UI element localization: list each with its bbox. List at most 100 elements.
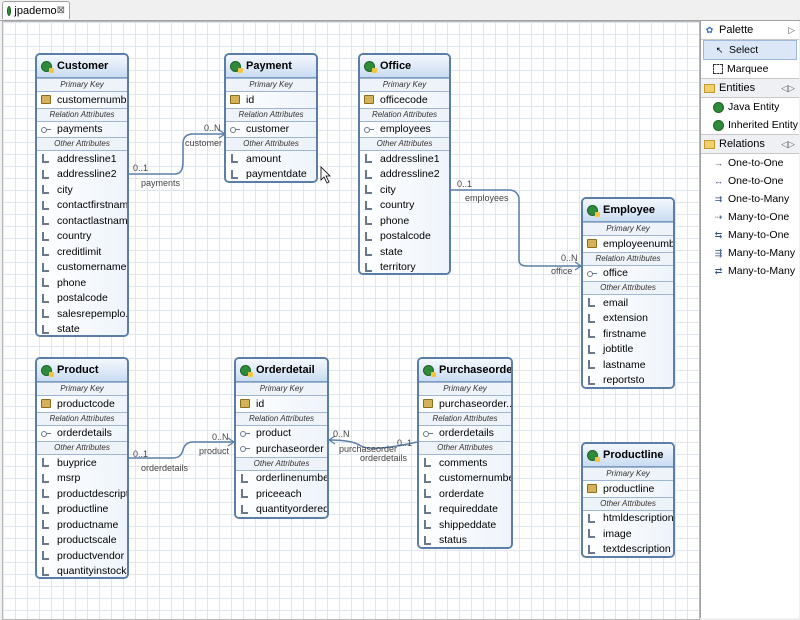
tool-java-entity[interactable]: Java Entity: [701, 98, 799, 116]
group-collapse-icon[interactable]: ◁▷: [781, 82, 795, 93]
diagram-canvas[interactable]: 0..1 payments 0..N customer 0..1 employe…: [2, 21, 700, 620]
attribute-row[interactable]: officecode: [360, 92, 449, 108]
attribute-row[interactable]: productline: [37, 501, 127, 517]
attribute-row[interactable]: addressline2: [37, 166, 127, 182]
attribute-row[interactable]: city: [360, 182, 449, 198]
tool-many-to-one-bi[interactable]: ⇆ Many-to-One: [701, 226, 799, 244]
entity-orderdetail[interactable]: Orderdetail Primary Key id Relation Attr…: [234, 357, 329, 519]
attribute-row[interactable]: employees: [360, 121, 449, 137]
entity-header[interactable]: Orderdetail: [236, 359, 327, 382]
entity-header[interactable]: Purchaseorder: [419, 359, 511, 382]
attribute-row[interactable]: email: [583, 295, 673, 311]
attribute-row[interactable]: country: [360, 197, 449, 213]
tool-one-to-one-bi[interactable]: ↔ One-to-One: [701, 172, 799, 190]
attribute-row[interactable]: orderdetails: [419, 425, 511, 441]
tool-marquee[interactable]: Marquee: [701, 60, 799, 78]
attribute-row[interactable]: orderlinenumber: [236, 470, 327, 486]
attribute-row[interactable]: orderdate: [419, 486, 511, 502]
attribute-row[interactable]: msrp: [37, 470, 127, 486]
attribute-row[interactable]: htmldescription: [583, 510, 673, 526]
entity-office[interactable]: Office Primary Key officecode Relation A…: [358, 53, 451, 275]
palette-header[interactable]: ✿ Palette ▷: [701, 21, 799, 40]
attribute-row[interactable]: addressline2: [360, 166, 449, 182]
attribute-row[interactable]: customernumber: [419, 470, 511, 486]
attribute-row[interactable]: phone: [37, 275, 127, 291]
entity-employee[interactable]: Employee Primary Key employeenumber Rela…: [581, 197, 675, 389]
attribute-row[interactable]: id: [226, 92, 316, 108]
attribute-row[interactable]: addressline1: [37, 151, 127, 167]
entity-header[interactable]: Customer: [37, 55, 127, 78]
attribute-row[interactable]: customernumber: [37, 92, 127, 108]
entity-customer[interactable]: Customer Primary Key customernumber Rela…: [35, 53, 129, 337]
attribute-row[interactable]: contactfirstname: [37, 197, 127, 213]
attribute-row[interactable]: addressline1: [360, 151, 449, 167]
tool-select[interactable]: ↖ Select: [703, 40, 797, 60]
attribute-row[interactable]: paymentdate: [226, 166, 316, 181]
attribute-row[interactable]: quantityordered: [236, 501, 327, 517]
close-icon[interactable]: ⊠: [56, 5, 65, 16]
attribute-row[interactable]: productcode: [37, 396, 127, 412]
attribute-row[interactable]: firstname: [583, 326, 673, 342]
attribute-row[interactable]: customername: [37, 259, 127, 275]
attribute-row[interactable]: productdescript...: [37, 486, 127, 502]
entity-header[interactable]: Payment: [226, 55, 316, 78]
attribute-row[interactable]: city: [37, 182, 127, 198]
attribute-row[interactable]: country: [37, 228, 127, 244]
attribute-row[interactable]: shippeddate: [419, 517, 511, 533]
attribute-row[interactable]: purchaseorder: [236, 441, 327, 457]
attribute-row[interactable]: customer: [226, 121, 316, 137]
attribute-row[interactable]: payments: [37, 121, 127, 137]
attribute-row[interactable]: lastname: [583, 357, 673, 373]
attribute-row[interactable]: productname: [37, 517, 127, 533]
attribute-row[interactable]: productline: [583, 481, 673, 497]
attribute-row[interactable]: productscale: [37, 532, 127, 548]
group-collapse-icon[interactable]: ◁▷: [781, 138, 795, 149]
attribute-row[interactable]: territory: [360, 259, 449, 273]
palette-group-entities[interactable]: Entities ◁▷: [701, 78, 799, 98]
entity-productline[interactable]: Productline Primary Key productline Othe…: [581, 442, 675, 558]
attribute-row[interactable]: purchaseorder...: [419, 396, 511, 412]
entity-payment[interactable]: Payment Primary Key id Relation Attribut…: [224, 53, 318, 183]
palette-collapse-icon[interactable]: ▷: [788, 24, 795, 35]
attribute-row[interactable]: amount: [226, 151, 316, 167]
attribute-row[interactable]: buyprice: [37, 455, 127, 471]
attribute-row[interactable]: image: [583, 526, 673, 542]
attribute-row[interactable]: postalcode: [37, 290, 127, 306]
tool-many-to-many-bi[interactable]: ⇄ Many-to-Many: [701, 262, 799, 280]
editor-tab-jpademo[interactable]: jpademo ⊠: [2, 1, 70, 19]
attribute-row[interactable]: requireddate: [419, 501, 511, 517]
tool-one-to-one-uni[interactable]: → One-to-One: [701, 154, 799, 172]
attribute-row[interactable]: status: [419, 532, 511, 547]
palette-group-relations[interactable]: Relations ◁▷: [701, 134, 799, 154]
attribute-row[interactable]: postalcode: [360, 228, 449, 244]
tool-many-to-one-uni[interactable]: ⇢ Many-to-One: [701, 208, 799, 226]
attribute-row[interactable]: jobtitle: [583, 341, 673, 357]
attribute-row[interactable]: office: [583, 265, 673, 281]
attribute-row[interactable]: extension: [583, 310, 673, 326]
attribute-row[interactable]: creditlimit: [37, 244, 127, 260]
attribute-row[interactable]: quantityinstock: [37, 563, 127, 577]
entity-header[interactable]: Employee: [583, 199, 673, 222]
attribute-row[interactable]: contactlastname: [37, 213, 127, 229]
attribute-row[interactable]: reportsto: [583, 372, 673, 387]
entity-header[interactable]: Product: [37, 359, 127, 382]
entity-purchaseorder[interactable]: Purchaseorder Primary Key purchaseorder.…: [417, 357, 513, 549]
entity-header[interactable]: Office: [360, 55, 449, 78]
entity-header[interactable]: Productline: [583, 444, 673, 467]
attribute-row[interactable]: salesrepemplo...: [37, 306, 127, 322]
tool-one-to-many[interactable]: ⇉ One-to-Many: [701, 190, 799, 208]
tool-inherited-entity[interactable]: Inherited Entity: [701, 116, 799, 134]
attribute-row[interactable]: state: [37, 321, 127, 335]
attribute-row[interactable]: phone: [360, 213, 449, 229]
attribute-row[interactable]: id: [236, 396, 327, 412]
attribute-row[interactable]: productvendor: [37, 548, 127, 564]
tool-many-to-many-uni[interactable]: ⇶ Many-to-Many: [701, 244, 799, 262]
attribute-row[interactable]: comments: [419, 455, 511, 471]
entity-product[interactable]: Product Primary Key productcode Relation…: [35, 357, 129, 579]
attribute-row[interactable]: state: [360, 244, 449, 260]
attribute-row[interactable]: employeenumber: [583, 236, 673, 252]
attribute-row[interactable]: priceeach: [236, 486, 327, 502]
attribute-row[interactable]: product: [236, 425, 327, 441]
attribute-row[interactable]: textdescription: [583, 541, 673, 556]
attribute-row[interactable]: orderdetails: [37, 425, 127, 441]
